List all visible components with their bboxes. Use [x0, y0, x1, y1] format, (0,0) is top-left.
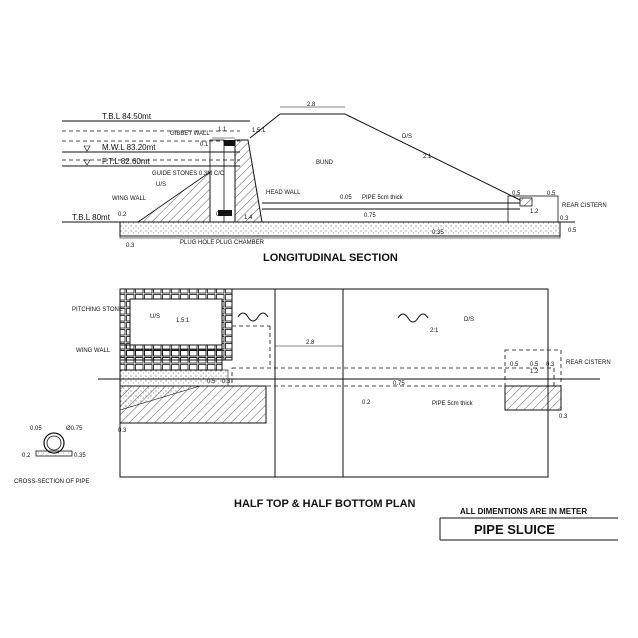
- plan-dim-0-3b: 0.3: [118, 428, 127, 434]
- plan-us-label: U/S: [150, 314, 160, 320]
- dim-1-4: 1.4: [244, 215, 253, 221]
- plan-view: PITCHING STONE U/S 1.5:1 WING WALL D/S 2…: [72, 288, 611, 510]
- dim-0-35: 0.35: [432, 230, 444, 236]
- guide-stones-label: GUIDE STONES 0.3M C/C: [152, 171, 225, 177]
- us-slope-label: 1.5:1: [252, 128, 266, 134]
- cistern-wall: [519, 197, 533, 207]
- level-ftl: F.T.L 82.60mt: [102, 157, 151, 166]
- rear-cistern-label: REAR CISTERN: [562, 203, 607, 209]
- cs-dim-0-05: 0.05: [30, 426, 42, 432]
- pipe-cross-section: 0.05 Ø0.75 0.2 0.35 CROSS-SECTION OF PIP…: [14, 426, 89, 485]
- cross-section-title: CROSS-SECTION OF PIPE: [14, 479, 89, 485]
- dim-1-1: 1.1: [218, 127, 227, 133]
- rear-cistern-plan: [504, 385, 562, 411]
- plug-hole-label: PLUG HOLE: [180, 240, 214, 246]
- bund-top-width: 2.8: [307, 102, 316, 108]
- plan-us-slope: 1.5:1: [176, 318, 190, 324]
- longitudinal-section: T.B.L 84.50mt M.W.L 83.20mt F.T.L 82.60m…: [62, 102, 607, 264]
- plan-dim-0-3a: 0.3: [222, 379, 231, 385]
- rear-cistern: [507, 195, 559, 223]
- us-label: U/S: [156, 182, 166, 188]
- foundation-base: [119, 235, 561, 239]
- level-mwl: M.W.L 83.20mt: [102, 143, 156, 152]
- level-marker-icon: [83, 159, 91, 166]
- dim-0-05: 0.05: [340, 195, 352, 201]
- cs-dim-0-35: 0.35: [74, 453, 86, 459]
- gibbet-wall-label: GIBBET WALL: [170, 131, 210, 137]
- plan-dim-0-3d: 0.3: [559, 414, 568, 420]
- foundation-bed: [119, 221, 561, 237]
- longitudinal-section-title: LONGITUDINAL SECTION: [263, 252, 398, 264]
- pipe-run: [231, 367, 555, 387]
- plan-dim-0-3c: 0.3: [546, 362, 555, 368]
- level-marker-icon: [83, 145, 91, 152]
- ds-label: D/S: [402, 134, 412, 140]
- plan-dim-0-5b: 0.5: [510, 362, 519, 368]
- ds-slope-label: 2:1: [423, 154, 432, 160]
- plan-pipe-label: PIPE 5cm thick: [432, 401, 474, 407]
- wing-wall-stone: [119, 344, 223, 371]
- dim-0-75: 0.75: [364, 213, 376, 219]
- level-tbl-bottom: T.B.L 80mt: [72, 213, 111, 222]
- head-wall-label: HEAD WALL: [266, 190, 301, 196]
- plug-chamber-label: PLUG CHAMBER: [216, 240, 265, 246]
- dim-0-5c: 0.5: [547, 191, 556, 197]
- pitching-stone-label: PITCHING STONE: [72, 307, 123, 313]
- apron: [119, 369, 229, 387]
- plan-top-width: 2.8: [306, 340, 315, 346]
- dim-0-3: 0.3: [126, 243, 135, 249]
- dim-0-2: 0.2: [118, 212, 127, 218]
- dim-0-1: 0.1: [200, 142, 209, 148]
- drawing-title: PIPE SLUICE: [474, 522, 555, 537]
- wing-wall: [136, 171, 211, 223]
- plan-ds-label: D/S: [464, 317, 474, 323]
- bund-label: BUND: [316, 160, 334, 166]
- water-wave-icon: [237, 312, 269, 322]
- plan-wing-wall-label: WING WALL: [76, 348, 111, 354]
- head-wall: [234, 139, 263, 223]
- dim-0-5b: 0.5: [568, 228, 577, 234]
- title-block: ALL DIMENTIONS ARE IN METER PIPE SLUICE: [439, 507, 618, 541]
- dimensions-note: ALL DIMENTIONS ARE IN METER: [460, 507, 587, 516]
- dim-0-5: 0.5: [512, 191, 521, 197]
- water-wave-icon: [397, 313, 429, 323]
- bund-outline: [249, 113, 521, 201]
- plan-rear-cistern-label: REAR CISTERN: [566, 360, 611, 366]
- gibbet-wall-top: [224, 140, 235, 146]
- plan-ds-slope: 2:1: [430, 328, 439, 334]
- dim-1-2: 1.2: [530, 209, 539, 215]
- plan-dim-0-2: 0.2: [362, 400, 371, 406]
- pipe-inner-circle: [46, 435, 62, 451]
- cs-dim-0-2: 0.2: [22, 453, 31, 459]
- plug: [218, 210, 232, 216]
- plan-dim-1-2: 1.2: [530, 369, 539, 375]
- plan-dim-0-5c: 0.5: [530, 362, 539, 368]
- dim-0-4: 0.4: [216, 212, 225, 218]
- plan-dim-0-5a: 0.5: [207, 379, 216, 385]
- plan-dim-0-75: 0.75: [393, 381, 405, 387]
- dim-0-3b: 0.3: [560, 216, 569, 222]
- plan-title: HALF TOP & HALF BOTTOM PLAN: [234, 498, 416, 510]
- level-tbl-top: T.B.L 84.50mt: [102, 112, 152, 121]
- pipe-label: PIPE 5cm thick: [362, 195, 404, 201]
- wing-wall-label: WING WALL: [112, 196, 147, 202]
- pipe-bedding: [35, 450, 73, 457]
- cs-dim-dia: Ø0.75: [66, 426, 83, 432]
